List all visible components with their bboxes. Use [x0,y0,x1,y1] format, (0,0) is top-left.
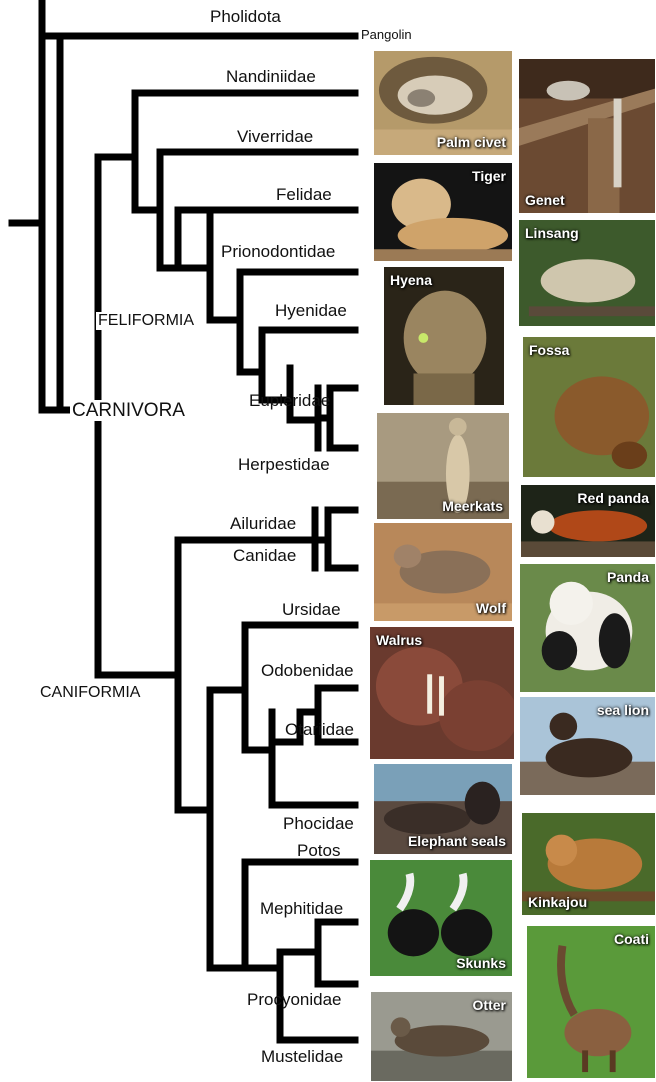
photo-elephant-seals: Elephant seals [373,763,513,855]
photo-tiger: Tiger [373,162,513,262]
photo-otter: Otter [370,991,513,1082]
coati-image [527,926,655,1078]
branch-feli-inner3 [178,210,210,268]
photo-panda: Panda [519,563,656,693]
caption-hyena: Hyena [390,273,432,287]
caption-skunks: Skunks [456,956,506,970]
photo-red-panda: Red panda [520,484,656,558]
genet-image [519,59,655,213]
photo-walrus: Walrus [369,626,515,760]
photo-fossa: Fossa [522,336,656,478]
caption-coati: Coati [614,932,649,946]
caption-linsang: Linsang [525,226,579,240]
photo-meerkats: Meerkats [376,412,510,520]
branch-herpestidae [330,418,355,448]
photo-coati: Coati [526,925,656,1079]
caption-kinkajou: Kinkajou [528,895,587,909]
caption-sea-lion: sea lion [597,703,649,717]
taxon-label-mephitidae: Mephitidae [260,900,343,917]
caption-tiger: Tiger [472,169,506,183]
taxon-label-pholidota: Pholidota [210,8,281,25]
photo-wolf: Wolf [373,522,513,622]
taxon-label-mustelidae: Mustelidae [261,1048,343,1065]
photo-genet: Genet [518,58,656,214]
caption-palm-civet: Palm civet [437,135,506,149]
taxon-label-nandiniidae: Nandiniidae [226,68,316,85]
branch-ailuridae [315,510,355,568]
taxon-label-herpestidae: Herpestidae [238,456,330,473]
caption-walrus: Walrus [376,633,422,647]
taxon-label-ailuridae: Ailuridae [230,515,296,532]
caption-otter: Otter [473,998,506,1012]
taxon-label-viverridae: Viverridae [237,128,313,145]
clade-label-feliformia: FELIFORMIA [96,312,196,330]
caption-genet: Genet [525,193,565,207]
taxon-label-potos: Potos [297,842,340,859]
caption-fossa: Fossa [529,343,569,357]
clade-label-caniformia: CANIFORMIA [38,684,142,702]
branch-root [12,1,42,223]
taxon-label-felidae: Felidae [276,186,332,203]
photo-hyena: Hyena [383,266,505,406]
photo-linsang: Linsang [518,219,656,327]
photo-palm-civet: Palm civet [373,50,513,156]
taxon-label-ursidae: Ursidae [282,601,341,618]
photo-skunks: Skunks [369,859,513,977]
photo-kinkajou: Kinkajou [521,812,656,916]
caption-red-panda: Red panda [577,491,649,505]
taxon-label-pangolin: Pangolin [361,28,412,41]
photo-sea-lion: sea lion [519,696,656,796]
caption-elephant-seals: Elephant seals [408,834,506,848]
taxon-label-eupleridae: Eupleridae [249,392,330,409]
caption-panda: Panda [607,570,649,584]
caption-meerkats: Meerkats [442,499,503,513]
taxon-label-procyonidae: Procyonidae [247,991,342,1008]
taxon-label-odobenidae: Odobenidae [261,662,354,679]
fossa-image [523,337,655,477]
taxon-label-canidae: Canidae [233,547,296,564]
clade-label-carnivora: CARNIVORA [70,400,187,421]
taxon-label-phocidae: Phocidae [283,815,354,832]
taxon-label-hyenidae: Hyenidae [275,302,347,319]
caption-wolf: Wolf [476,601,506,615]
taxon-label-prionodontidae: Prionodontidae [221,243,335,260]
taxon-label-otariidae: Otariidae [285,721,354,738]
